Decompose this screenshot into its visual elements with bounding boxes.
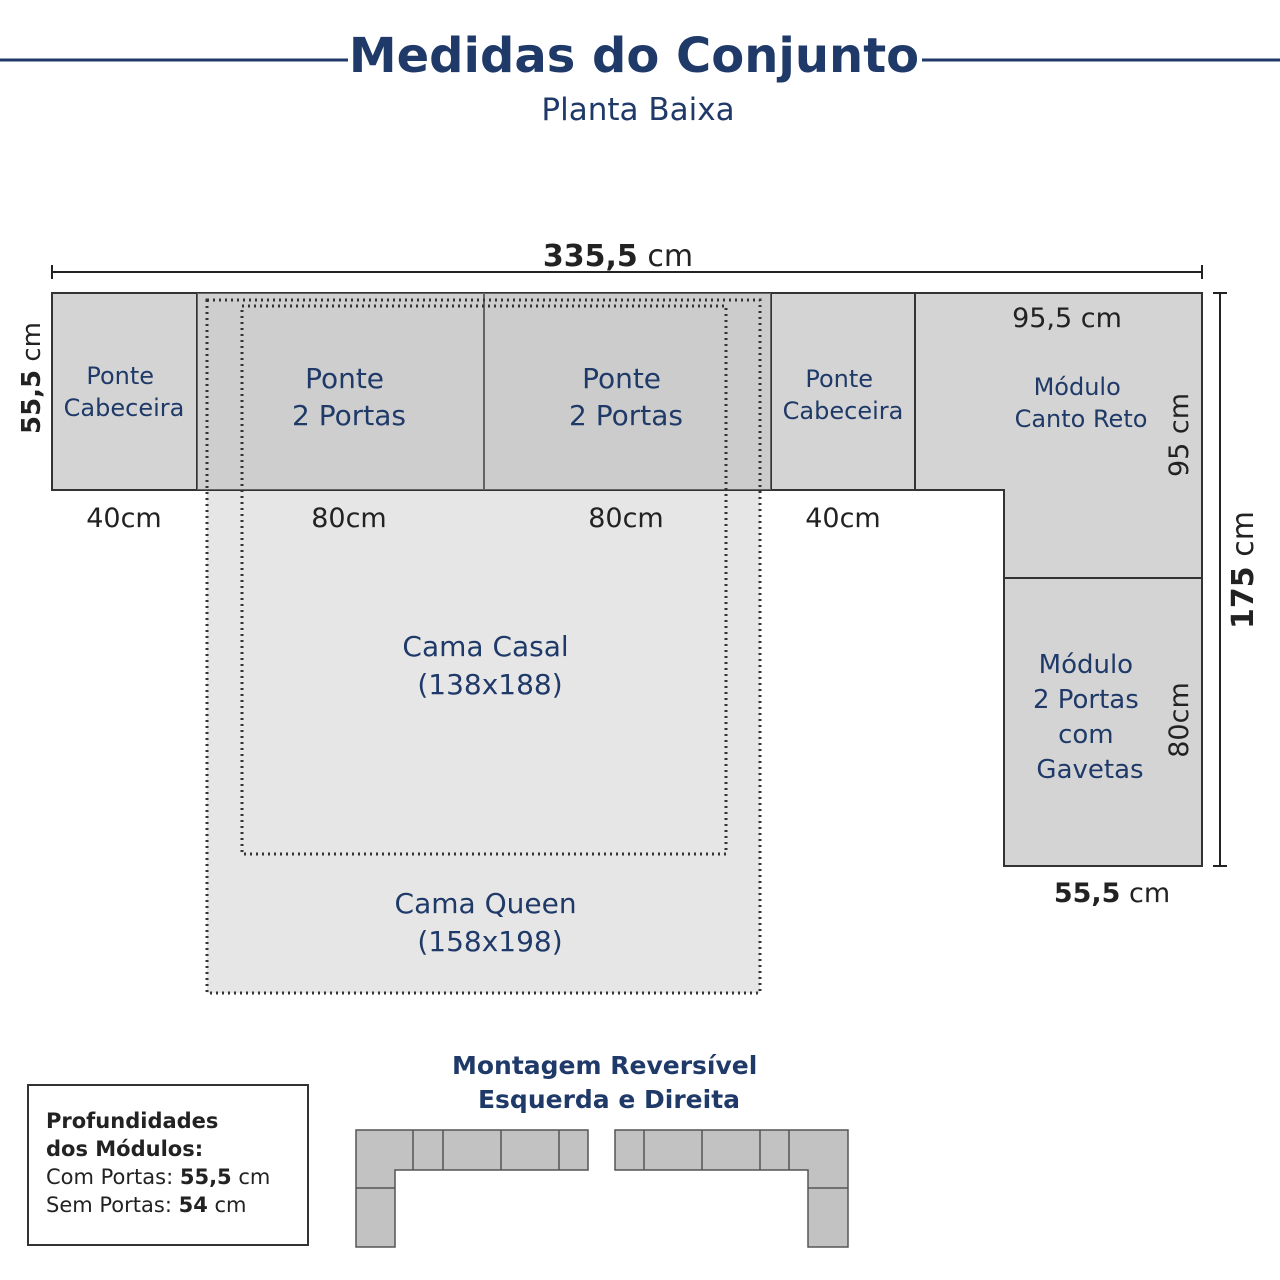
label-canto-reto: Módulo Canto Reto [1015,373,1148,433]
module-canto-reto [914,292,1203,579]
label-ponte-2-portas-a: Ponte 2 Portas [292,362,406,432]
label-ponte-cabeceira-right: Ponte Cabeceira [783,365,904,425]
width-label-2: 80cm [311,503,387,534]
label-ponte-cabeceira-left: Ponte Cabeceira [64,362,185,422]
width-label-3: 80cm [588,503,664,534]
queen-bed-outline [205,298,762,995]
label-cama-queen: Cama Queen (158x198) [395,887,586,958]
reversible-title: Montagem Reversível Esquerda e Direita [452,1051,766,1114]
corner-width-label: 95,5 cm [1012,303,1122,334]
width-label-1: 40cm [86,503,162,534]
module-ponte-2-portas-a [196,292,485,491]
page-subtitle: Planta Baixa [541,92,734,128]
corner-depth-label: 95 cm [1164,393,1195,477]
module-ponte-2-portas-b [483,292,772,491]
module-2-portas-gavetas [1003,577,1203,867]
casal-bed-outline [240,304,728,856]
reversible-left-layout-icon [355,1129,589,1248]
total-width-label: 335,5 cm [543,239,693,274]
depth-info-box [27,1084,309,1246]
side-width-label: 55,5 cm [1054,878,1170,909]
label-ponte-2-portas-b: Ponte 2 Portas [569,362,683,432]
label-cama-casal: Cama Casal (138x188) [402,630,577,701]
label-modulo-2-portas: Módulo 2 Portas com Gavetas [1033,650,1147,785]
reversible-right-layout-icon [614,1129,849,1248]
left-depth-label: 55,5 cm [17,322,47,434]
module-ponte-cabeceira-left [51,292,198,491]
width-label-4: 40cm [805,503,881,534]
side-module-depth-label: 80cm [1164,682,1195,758]
total-depth-label: 175 cm [1226,511,1261,629]
page-title: Medidas do Conjunto [349,28,919,84]
depth-info-text: Profundidades dos Módulos: Com Portas: 5… [46,1109,277,1217]
